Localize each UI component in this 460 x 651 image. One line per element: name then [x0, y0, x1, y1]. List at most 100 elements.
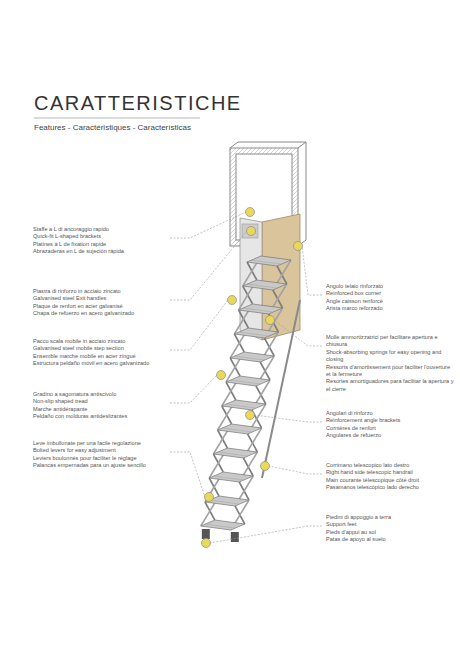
tread-groove: [217, 452, 247, 456]
feature-label: Abrazaderas en L de sujeción rápida: [33, 248, 167, 255]
feature-label-group: Corrimano telescopico lato destroRight h…: [326, 462, 454, 492]
callout-dot: [247, 227, 256, 236]
callout-dot: [266, 316, 275, 325]
scissor-ladder: [201, 256, 300, 542]
callout-dot: [294, 242, 303, 251]
feature-label: Gradino a sagomatura antiscivolo: [33, 391, 167, 398]
feature-label: Peldaño con molduras antideslizantes: [33, 413, 167, 420]
callout-dot: [217, 371, 226, 380]
handrail: [262, 300, 300, 478]
callout-dot: [246, 411, 255, 420]
feature-label-group: Piedini di appoggio a terraSupport feetP…: [326, 514, 454, 544]
feature-label: Leve imbullonate per una facile regolazi…: [33, 440, 167, 447]
feature-label: Plaque de renfort en acier galvanisé: [33, 303, 167, 310]
support-foot: [202, 529, 210, 539]
page-title: CARATTERISTICHE: [34, 92, 242, 115]
feature-label-group: Staffe a L di ancoraggio rapidoQuick-fit…: [33, 226, 167, 256]
tread: [243, 280, 287, 290]
tread: [230, 352, 274, 362]
feature-label: Arista marco reforzado: [326, 305, 454, 312]
leader-line: [170, 212, 246, 238]
feature-label-group: Leve imbullonate per una facile regolazi…: [33, 440, 167, 470]
feature-label-group: Angolo telaio rinforzatoReinforced box c…: [326, 283, 454, 313]
tread: [213, 448, 257, 458]
feature-label-group: Piastra di rinforzo in acciaio zincatoGa…: [33, 288, 167, 318]
feature-label: Quick-fit L-shaped brackets: [33, 233, 167, 240]
feature-label-group: Gradino a sagomatura antiscivoloNon-slip…: [33, 391, 167, 421]
feature-label: Angolari di rinforzo: [326, 410, 454, 417]
tread: [209, 472, 253, 482]
feature-label: Corrimano telescopico lato destro: [326, 462, 454, 469]
feature-label: Main courante télescopique côté droit: [326, 477, 454, 484]
tread-groove: [243, 308, 273, 312]
leader-line: [170, 452, 205, 497]
tread: [201, 520, 245, 530]
leader-line: [170, 375, 217, 403]
feature-label: Piedini di appoggio a terra: [326, 514, 454, 521]
feature-label: Angulares de refuerzo: [326, 432, 454, 439]
leader-line: [170, 300, 228, 350]
callout-dot: [246, 208, 255, 217]
tread: [218, 424, 262, 434]
feature-label: Ensemble marche mobile en acier zingué: [33, 353, 167, 360]
tread-groove: [247, 284, 277, 288]
callout-dot: [228, 296, 237, 305]
tread: [247, 256, 291, 266]
feature-label: Reinforcement angle brackets: [326, 417, 454, 424]
tread: [239, 304, 283, 314]
leader-line: [210, 526, 322, 543]
feature-label: Molle ammortizzatrici per facilitare ape…: [326, 334, 454, 349]
feature-label: Marche antidérapante: [33, 406, 167, 413]
feature-label: Pieds d'appui au sol: [326, 529, 454, 536]
tread: [226, 376, 270, 386]
tread-groove: [234, 356, 264, 360]
feature-label-group: Molle ammortizzatrici per facilitare ape…: [326, 334, 454, 393]
callout-dot: [205, 493, 214, 502]
leader-lines: [170, 212, 322, 543]
feature-label: Pasamanos telescópico lado derecho: [326, 484, 454, 491]
feature-label: Reinforced box corner: [326, 290, 454, 297]
feature-label: Platines à L de fixation rapide: [33, 241, 167, 248]
leader-line: [170, 231, 247, 300]
callout-dot: [202, 539, 211, 548]
support-foot: [231, 532, 239, 542]
feature-label: Estructura peldaño móvil en acero galvan…: [33, 360, 167, 367]
leader-line: [254, 415, 322, 422]
feature-label: Ressorts d'amortissement pour faciliter …: [326, 364, 454, 379]
tread-groove: [209, 500, 239, 504]
feature-label: Angle caisson renforcé: [326, 298, 454, 305]
feature-label: Right hand side telescopic handrail: [326, 469, 454, 476]
feature-label: Galvanised steel Exit handles: [33, 295, 167, 302]
callout-dot: [261, 462, 270, 471]
feature-label: Bolted levers for easy adjustment: [33, 447, 167, 454]
feature-label: Patas de apoyo al suelo: [326, 536, 454, 543]
tread-groove: [205, 524, 235, 528]
tread-groove: [213, 476, 243, 480]
trapdoor-panel: [240, 214, 300, 340]
feature-label: Pacco scala mobile in acciaio zincato: [33, 338, 167, 345]
feature-label: Galvanised steel mobile step section: [33, 345, 167, 352]
tread-groove: [226, 404, 256, 408]
leader-line: [302, 246, 322, 295]
leader-line: [269, 466, 322, 474]
feature-label: Staffe a L di ancoraggio rapido: [33, 226, 167, 233]
feature-label: Support feet: [326, 521, 454, 528]
feature-label-group: Angolari di rinforzoReinforcement angle …: [326, 410, 454, 440]
feature-label: Chapa de refuerzo en acero galvanizado: [33, 310, 167, 317]
tread: [234, 328, 278, 338]
subtitle: Features - Caractéristiques - Caracterís…: [34, 123, 191, 132]
tread-groove: [238, 332, 268, 336]
feature-label: Non-slip shaped tread: [33, 398, 167, 405]
feature-label: Resortes amortiguadores para facilitar l…: [326, 378, 454, 393]
feature-label: Leviers boulonnés pour faciliter le régl…: [33, 455, 167, 462]
feature-label: Angolo telaio rinforzato: [326, 283, 454, 290]
feature-label: Shock-absorbing springs for easy opening…: [326, 349, 454, 364]
feature-label: Cornières de renfort: [326, 425, 454, 432]
feature-label: Piastra di rinforzo in acciaio zincato: [33, 288, 167, 295]
feature-label-group: Pacco scala mobile in acciaio zincatoGal…: [33, 338, 167, 368]
feature-label: Palancas empernadas para un ajuste senci…: [33, 462, 167, 469]
tread-groove: [251, 260, 281, 264]
tread: [222, 400, 266, 410]
leader-line: [274, 320, 322, 346]
callout-dots: [202, 208, 303, 548]
